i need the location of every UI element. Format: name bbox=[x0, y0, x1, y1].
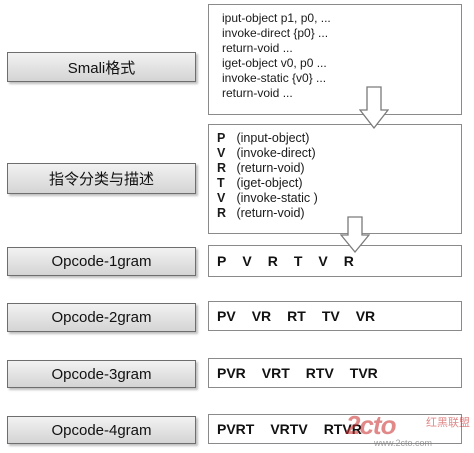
opcode-4gram-label: Opcode-4gram bbox=[7, 416, 196, 444]
gram-token: V bbox=[242, 253, 252, 269]
opcode-1gram-label: Opcode-1gram bbox=[7, 247, 196, 276]
instruction-desc: (invoke-direct) bbox=[236, 146, 316, 160]
gram-token: V bbox=[318, 253, 328, 269]
instruction-row: P (input-object) bbox=[217, 131, 461, 146]
smali-code-list: iput-object p1, p0, ... invoke-direct {p… bbox=[209, 5, 461, 101]
instruction-row: R (return-void) bbox=[217, 206, 461, 221]
smali-code-line: iput-object p1, p0, ... bbox=[222, 11, 331, 25]
watermark-logo: 2cto bbox=[346, 410, 396, 440]
gram-token: TV bbox=[321, 308, 340, 324]
instruction-classify-label-text: 指令分类与描述 bbox=[48, 171, 154, 188]
gram-token: PVRT bbox=[217, 421, 255, 437]
smali-format-label: Smali格式 bbox=[7, 52, 196, 82]
instruction-list: P (input-object) V (invoke-direct) R (re… bbox=[209, 125, 461, 221]
instruction-desc: (invoke-static ) bbox=[236, 191, 318, 205]
instruction-letter: P bbox=[217, 131, 226, 145]
instruction-row: V (invoke-direct) bbox=[217, 146, 461, 161]
gram-row: PVR VRT RTV TVR bbox=[209, 359, 461, 387]
smali-code-line: invoke-static {v0} ... bbox=[222, 71, 327, 85]
opcode-2gram-box: PV VR RT TV VR bbox=[208, 301, 462, 331]
gram-token: PVR bbox=[217, 365, 246, 381]
instruction-desc: (return-void) bbox=[236, 206, 305, 220]
smali-code-line: return-void ... bbox=[222, 41, 293, 55]
gram-token: VR bbox=[355, 308, 376, 324]
gram-token: VR bbox=[251, 308, 272, 324]
opcode-1gram-label-text: Opcode-1gram bbox=[51, 253, 152, 270]
gram-row: PVRT VRTV RTVR bbox=[209, 415, 461, 443]
smali-code-box: iput-object p1, p0, ... invoke-direct {p… bbox=[208, 4, 462, 115]
instruction-row: R (return-void) bbox=[217, 161, 461, 176]
opcode-2gram-label: Opcode-2gram bbox=[7, 303, 196, 332]
site-watermark: 2cto 红黑联盟 www.2cto.com bbox=[346, 410, 474, 453]
gram-token: TVR bbox=[349, 365, 378, 381]
gram-row: PV VR RT TV VR bbox=[209, 302, 461, 330]
smali-code-line: invoke-direct {p0} ... bbox=[222, 26, 329, 40]
instruction-classify-label: 指令分类与描述 bbox=[7, 163, 196, 194]
down-arrow-icon bbox=[359, 86, 389, 130]
opcode-4gram-box: PVRT VRTV RTVR bbox=[208, 414, 462, 444]
smali-code-line: iget-object v0, p0 ... bbox=[222, 56, 327, 70]
instruction-letter: R bbox=[217, 161, 227, 175]
gram-token: RTVR bbox=[323, 421, 362, 437]
instruction-row: T (iget-object) bbox=[217, 176, 461, 191]
gram-token: RTV bbox=[305, 365, 334, 381]
gram-token: R bbox=[343, 253, 354, 269]
gram-token: P bbox=[217, 253, 227, 269]
instruction-classify-box: P (input-object) V (invoke-direct) R (re… bbox=[208, 124, 462, 234]
instruction-letter: V bbox=[217, 146, 226, 160]
gram-token: R bbox=[267, 253, 278, 269]
gram-token: VRT bbox=[261, 365, 290, 381]
gram-token: PV bbox=[217, 308, 236, 324]
down-arrow-icon bbox=[340, 216, 370, 254]
gram-row: P V R T V R bbox=[209, 246, 461, 276]
opcode-4gram-label-text: Opcode-4gram bbox=[51, 421, 152, 439]
instruction-letter: R bbox=[217, 206, 227, 220]
instruction-desc: (return-void) bbox=[236, 161, 305, 175]
opcode-3gram-label: Opcode-3gram bbox=[7, 360, 196, 388]
watermark-url: www.2cto.com bbox=[374, 438, 433, 448]
opcode-2gram-label-text: Opcode-2gram bbox=[51, 309, 152, 326]
opcode-3gram-box: PVR VRT RTV TVR bbox=[208, 358, 462, 388]
instruction-letter: V bbox=[217, 191, 226, 205]
gram-token: T bbox=[293, 253, 303, 269]
gram-token: VRTV bbox=[270, 421, 308, 437]
opcode-1gram-box: P V R T V R bbox=[208, 245, 462, 277]
opcode-3gram-label-text: Opcode-3gram bbox=[51, 365, 152, 383]
smali-code-line: return-void ... bbox=[222, 86, 293, 100]
instruction-letter: T bbox=[217, 176, 225, 190]
smali-format-label-text: Smali格式 bbox=[67, 59, 136, 77]
instruction-desc: (iget-object) bbox=[236, 176, 303, 190]
instruction-row: V (invoke-static ) bbox=[217, 191, 461, 206]
instruction-desc: (input-object) bbox=[236, 131, 310, 145]
watermark-site-name: 红黑联盟 bbox=[426, 417, 470, 429]
gram-token: RT bbox=[287, 308, 306, 324]
